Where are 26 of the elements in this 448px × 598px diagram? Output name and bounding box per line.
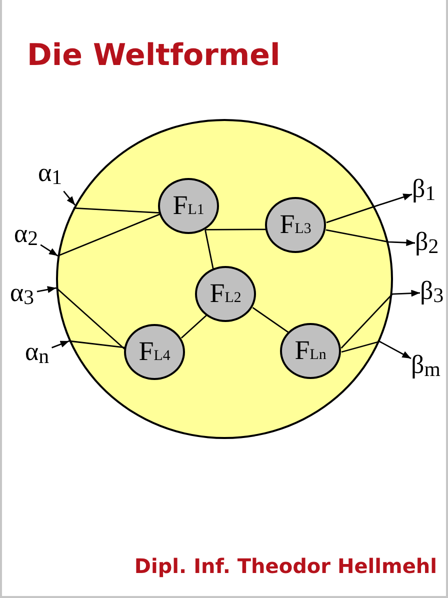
connector-line xyxy=(180,314,207,339)
input-label: α$_{3}$ xyxy=(10,280,34,309)
input-label: α$_{n}$ xyxy=(25,339,50,368)
connector-line xyxy=(56,287,126,350)
arrow xyxy=(326,229,416,246)
connector-line xyxy=(58,214,160,257)
connector-line xyxy=(73,207,160,214)
arrow xyxy=(36,286,56,293)
arrow xyxy=(52,340,70,348)
arrow xyxy=(40,244,58,256)
arrow xyxy=(341,340,412,360)
input-label: α$_{1}$ xyxy=(38,160,62,189)
connector-line xyxy=(69,340,125,348)
output-label: β$_{1}$ xyxy=(412,176,436,205)
connector-line xyxy=(205,228,266,230)
diagram-title: Die Weltformel xyxy=(27,41,280,71)
arrow xyxy=(340,290,420,349)
input-label: α$_{2}$ xyxy=(14,221,38,250)
output-label: β$_{2}$ xyxy=(415,229,439,258)
author-name: Dipl. Inf. Theodor Hellmehl xyxy=(134,556,437,576)
output-label: β$_{m}$ xyxy=(411,352,440,381)
output-label: β$_{3}$ xyxy=(420,278,444,307)
connector-line xyxy=(252,307,289,333)
arrow xyxy=(63,190,76,206)
connector-line xyxy=(204,230,214,269)
arrow xyxy=(326,194,412,224)
